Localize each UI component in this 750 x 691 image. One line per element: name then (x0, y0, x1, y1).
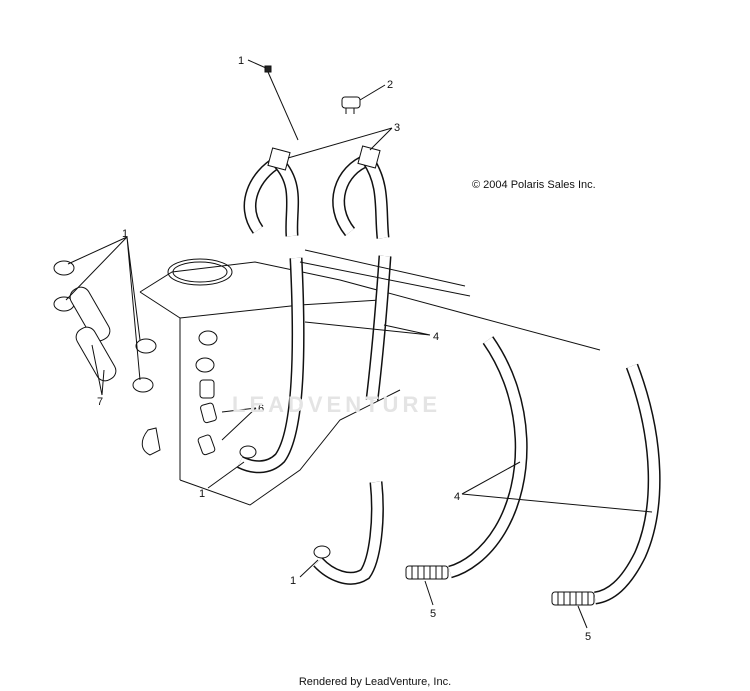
copyright-notice: © 2004 Polaris Sales Inc. (472, 179, 596, 191)
leader-lines (65, 59, 653, 629)
callout-1-bottom: 1 (290, 575, 296, 587)
callout-1-cable-tie: 1 (238, 55, 244, 67)
callout-6-fittings: 6 (258, 403, 264, 415)
callout-2-vent-valve: 2 (387, 79, 393, 91)
short-hoses-group (69, 286, 117, 382)
callout-1-clamps: 1 (122, 228, 128, 240)
hose-center-right (313, 255, 392, 585)
hose-lower-middle (448, 336, 528, 579)
upper-hose-left (243, 156, 300, 237)
footer-credit: Rendered by LeadVenture, Inc. (298, 676, 452, 688)
lower-clamps (239, 445, 331, 559)
fuel-filter-left (405, 565, 449, 580)
callout-1-lower-left: 1 (199, 488, 205, 500)
hose-lower-right (593, 363, 661, 605)
callout-3-elbows: 3 (394, 122, 400, 134)
callout-7-short-hoses: 7 (97, 396, 103, 408)
callout-5-left: 5 (430, 608, 436, 620)
callout-4-lower: 4 (454, 491, 460, 503)
fuel-filter-right (551, 591, 595, 606)
elbow-fitting-right (357, 145, 381, 169)
callout-4-mid: 4 (433, 331, 439, 343)
watermark-text: LEADVENTURE (232, 392, 442, 417)
upper-hose-right (332, 153, 390, 239)
cable-tie (264, 65, 299, 141)
hose-center-left (237, 257, 305, 474)
hose-cross-segment (299, 249, 471, 297)
elbow-fitting-left (267, 147, 291, 171)
tank-fittings (141, 330, 218, 456)
hose-clamps-group (53, 260, 157, 393)
callout-5-right: 5 (585, 631, 591, 643)
vent-valve (341, 96, 361, 114)
